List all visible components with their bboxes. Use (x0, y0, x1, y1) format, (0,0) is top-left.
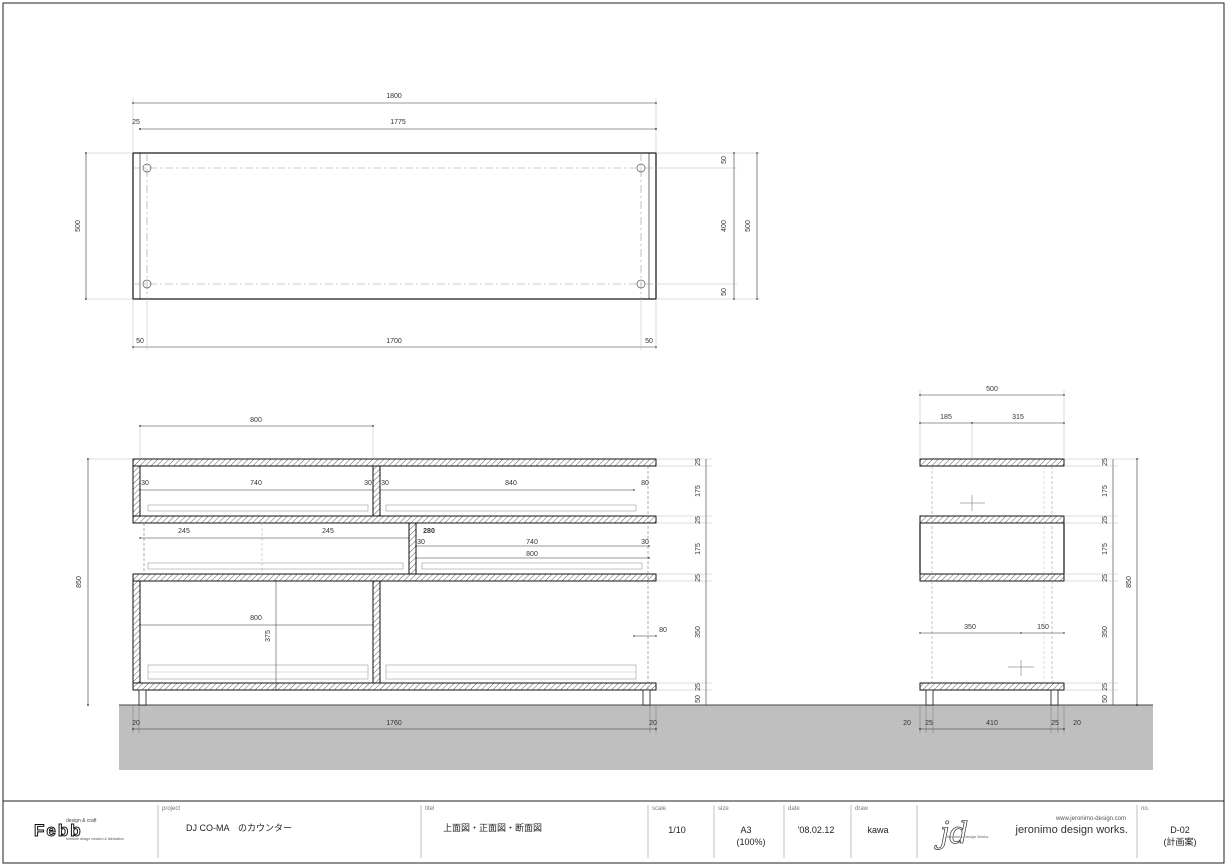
febb-logo: design & craft Febb furniture design cre… (34, 818, 125, 841)
front-dim-840: 840 (505, 480, 517, 487)
size-value: A3 (740, 825, 751, 835)
plan-dim-bottom-left: 50 (136, 338, 144, 345)
front-dim-740-b: 740 (526, 539, 538, 546)
side-shelf-3 (919, 573, 1065, 582)
drawn-label: draw (855, 806, 869, 812)
front-dim-30-e: 30 (641, 539, 649, 546)
front-dim-740-a: 740 (250, 480, 262, 487)
front-dim-r3: 25 (695, 516, 702, 524)
drawn-value: kawa (867, 825, 888, 835)
floor-slab (119, 705, 1153, 770)
project-label: project (162, 806, 180, 812)
front-dim-top-800: 800 (250, 417, 262, 424)
side-section: 500 185 315 350 150 25 175 25 175 25 350… (903, 386, 1140, 733)
logo-text: Febb (34, 821, 83, 840)
front-dim-r1: 25 (695, 458, 702, 466)
front-dim-30-a: 30 (141, 480, 149, 487)
side-dim-350-inner: 350 (964, 624, 976, 631)
title-block: design & craft Febb furniture design cre… (3, 800, 1224, 858)
scale-label: scale (652, 806, 667, 812)
front-dim-30-c: 30 (381, 480, 389, 487)
scale-value: 1/10 (668, 825, 686, 835)
logo-tagline-top: design & craft (66, 818, 97, 824)
side-dim-bottom-410: 410 (986, 720, 998, 727)
plan-dim-bottom-right: 50 (645, 338, 653, 345)
front-dim-800-c: 800 (250, 615, 262, 622)
size-label: size (718, 806, 729, 812)
front-top-board (132, 458, 657, 467)
plan-dim-overall-width: 1800 (386, 93, 402, 100)
side-top-board (919, 458, 1065, 467)
side-dim-bottom-25-b: 25 (1051, 720, 1059, 727)
front-dim-bottom-20-a: 20 (132, 720, 140, 727)
plan-dim-inner-width: 1775 (390, 119, 406, 126)
front-dim-r5: 25 (695, 574, 702, 582)
title-label: titel (425, 806, 434, 812)
plan-dim-right-c: 50 (721, 288, 728, 296)
studio-mark-sub: Jeronimo Design Works (946, 834, 988, 839)
side-dim-depth: 500 (986, 386, 998, 393)
plan-dim-right-a: 50 (721, 156, 728, 164)
studio-mark: jd (934, 816, 969, 851)
side-dim-total: 850 (1126, 576, 1133, 588)
side-dim-bottom-20-b: 20 (1073, 720, 1081, 727)
front-shelf-2 (132, 515, 657, 524)
side-dim-185: 185 (940, 414, 952, 421)
studio-url: www.jeronimo-design.com (1055, 816, 1126, 822)
front-elevation: 800 30 740 30 30 840 80 245 245 280 30 7… (76, 417, 712, 733)
front-dim-245-b: 245 (322, 528, 334, 535)
side-dim-r7: 50 (1102, 695, 1109, 703)
plan-dim-depth-left: 500 (75, 220, 82, 232)
date-label: date (788, 806, 800, 812)
front-shelf-3 (132, 573, 657, 582)
front-dim-bottom-20-b: 20 (649, 720, 657, 727)
side-bottom-board (919, 682, 1065, 691)
size-sub: (100%) (736, 837, 765, 847)
no-label: no. (1141, 806, 1150, 812)
side-dim-r3: 25 (1102, 516, 1109, 524)
front-dim-80-b: 80 (659, 627, 667, 634)
front-dim-r2: 175 (695, 485, 702, 497)
plan-dim-bottom-center: 1700 (386, 338, 402, 345)
plan-view: 1800 25 1775 500 50 400 50 500 50 1700 5… (75, 93, 760, 350)
no-value: D-02 (1170, 825, 1190, 835)
front-dim-80-a: 80 (641, 480, 649, 487)
side-dim-r8: 25 (1102, 683, 1109, 691)
front-dim-bottom-1760: 1760 (386, 720, 402, 727)
side-dim-r4: 175 (1102, 543, 1109, 555)
front-dim-800-b: 800 (526, 551, 538, 558)
front-dim-375: 375 (265, 630, 272, 642)
front-dim-30-b: 30 (364, 480, 372, 487)
no-sub: (計画案) (1164, 836, 1197, 847)
front-dim-r4: 175 (695, 543, 702, 555)
side-dim-315: 315 (1012, 414, 1024, 421)
front-bottom-board (132, 682, 657, 691)
front-dim-280: 280 (423, 528, 435, 535)
project-value: DJ CO-MA のカウンター (186, 823, 292, 833)
front-dim-r7: 25 (695, 683, 702, 691)
plan-top-board (132, 152, 657, 300)
front-dim-r8: 50 (695, 695, 702, 703)
studio-name: jeronimo design works. (1015, 824, 1129, 836)
side-dim-r1: 25 (1102, 458, 1109, 466)
title-value: 上面図・正面図・断面図 (443, 822, 542, 833)
date-value: '08.02.12 (798, 825, 835, 835)
side-dim-150-inner: 150 (1037, 624, 1049, 631)
front-dim-245-a: 245 (178, 528, 190, 535)
plan-dim-right-total: 500 (745, 220, 752, 232)
logo-tagline-bottom: furniture design creation & fabrication (66, 837, 124, 841)
side-dim-bottom-25-a: 25 (925, 720, 933, 727)
side-dim-r5: 25 (1102, 574, 1109, 582)
front-dim-30-d: 30 (417, 539, 425, 546)
front-dim-r6: 350 (695, 626, 702, 638)
side-dim-r2: 175 (1102, 485, 1109, 497)
side-dim-bottom-20-a: 20 (903, 720, 911, 727)
front-dim-total-height: 850 (76, 576, 83, 588)
side-dim-r6: 350 (1102, 626, 1109, 638)
plan-dim-edge: 25 (132, 119, 140, 126)
plan-dim-right-b: 400 (721, 220, 728, 232)
side-shelf-2 (919, 515, 1065, 524)
